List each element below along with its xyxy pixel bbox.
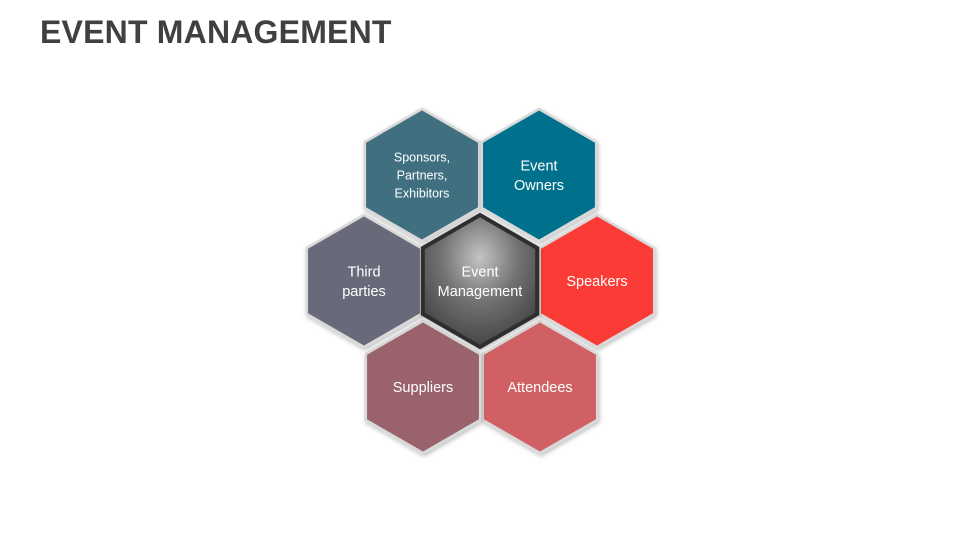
hexagon-shape-owners <box>480 107 598 243</box>
hexagon-label-sponsors: Partners, <box>397 168 448 182</box>
hexagon-label-suppliers: Suppliers <box>393 380 453 396</box>
hexagon-third: Third parties <box>305 213 423 349</box>
hexagon-label-third: Third <box>347 264 380 280</box>
hexagon-label-center: Event <box>461 264 498 280</box>
hexagon-shape-sponsors <box>363 107 481 243</box>
hexagon-sponsors: Sponsors, Partners, Exhibitors <box>363 107 481 243</box>
hexagon-label-sponsors: Sponsors, <box>394 150 450 164</box>
hexagon-attendees: Attendees <box>481 319 599 455</box>
hexagon-shape-attendees <box>481 319 599 455</box>
hexagon-label-sponsors: Exhibitors <box>395 186 450 200</box>
slide-title: EVENT MANAGEMENT <box>40 14 392 50</box>
hexagon-label-third: parties <box>342 284 386 300</box>
hexagon-label-attendees: Attendees <box>507 380 572 396</box>
hexagon-shape-speakers <box>538 213 656 349</box>
hexagon-label-owners: Event <box>520 158 557 174</box>
hexagon-shape-third <box>305 213 423 349</box>
hexagon-suppliers: Suppliers <box>364 319 482 455</box>
hexagon-label-center: Management <box>438 284 523 300</box>
hexagon-label-owners: Owners <box>514 178 564 194</box>
hexagon-shape-center <box>420 212 540 350</box>
hexagon-speakers: Speakers <box>538 213 656 349</box>
hexagon-shape-suppliers <box>364 319 482 455</box>
hexagon-label-speakers: Speakers <box>566 274 627 290</box>
